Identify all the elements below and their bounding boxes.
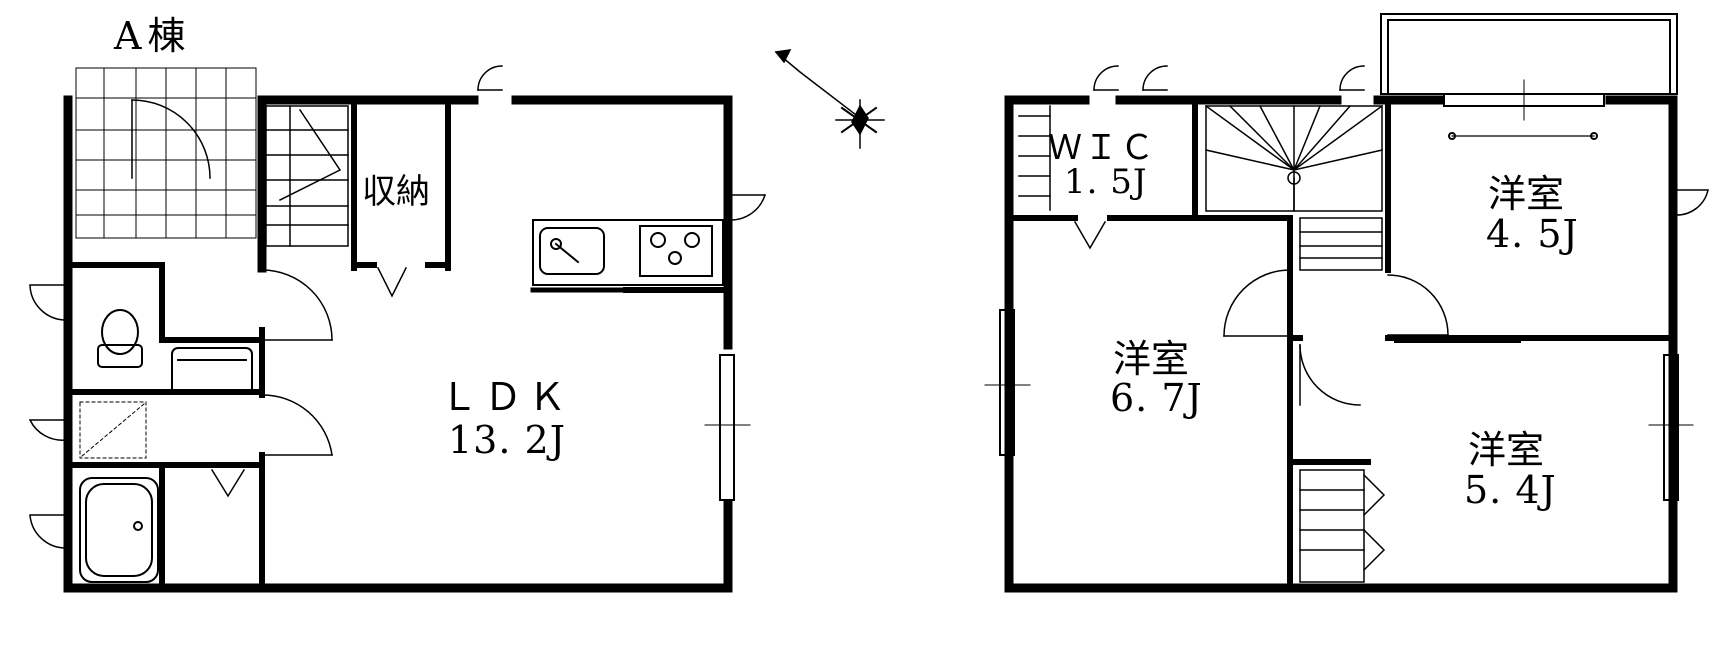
wic-name: ＷＩＣ [1048, 128, 1156, 168]
compass-rose-icon [774, 49, 885, 149]
ldk-name: ＬＤＫ [440, 375, 573, 419]
ground-windows [704, 354, 751, 501]
balcony [1380, 13, 1678, 95]
washbasin [171, 347, 253, 395]
ldk-size: 13. 2J [448, 418, 566, 462]
ground-stairs [265, 105, 349, 247]
lower-storage-stairs [1299, 469, 1386, 583]
wic-size: 1. 5J [1064, 162, 1148, 202]
room-b-name: 洋室 [1113, 337, 1190, 381]
toilet-fixture [97, 309, 143, 368]
wic-stairs [1018, 105, 1051, 211]
kitchen-counter [530, 219, 724, 293]
room-a-size: 4. 5J [1486, 212, 1579, 256]
upper-doors [1073, 65, 1709, 406]
room-a-name: 洋室 [1488, 172, 1565, 216]
entrance-tiles [75, 67, 257, 239]
room-c-size: 5. 4J [1464, 468, 1557, 512]
ground-inner-walls [65, 97, 731, 591]
laundry-pan [79, 401, 147, 459]
bathtub [79, 477, 159, 583]
ground-outer-walls [63, 95, 733, 593]
ground-doors [28, 65, 766, 549]
upper-stairs [1204, 104, 1384, 271]
storage-label: 収納 [362, 172, 430, 212]
building-label: A棟 [114, 14, 192, 58]
upper-outer-walls [1004, 95, 1678, 593]
room-b-size: 6. 7J [1110, 376, 1203, 420]
room-c-name: 洋室 [1468, 428, 1545, 472]
upper-windows [984, 79, 1694, 501]
upper-floor-plan [984, 13, 1709, 593]
ground-floor-plan [28, 65, 766, 593]
